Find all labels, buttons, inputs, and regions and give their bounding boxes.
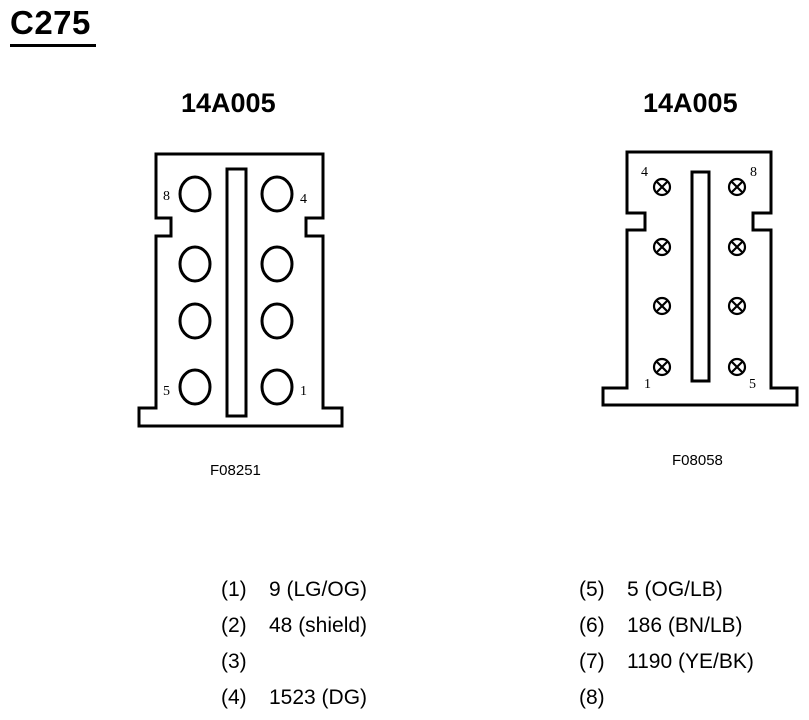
right-pin-label-top-left: 4 bbox=[641, 165, 648, 180]
right-pin-terminal bbox=[727, 177, 747, 197]
pin-row: (1) 9 (LG/OG) bbox=[221, 578, 367, 602]
right-pin-terminal bbox=[652, 237, 672, 257]
left-pin-label-bottom-left: 5 bbox=[163, 384, 170, 399]
pin-number: (6) bbox=[579, 614, 605, 637]
right-pin-label-bottom-left: 1 bbox=[644, 377, 651, 392]
right-pin-terminal bbox=[727, 357, 747, 377]
right-part-number: 14A005 bbox=[643, 88, 738, 118]
left-pin-cavity bbox=[178, 368, 212, 406]
right-pin-terminal bbox=[652, 357, 672, 377]
right-pin-label-bottom-right: 5 bbox=[749, 377, 756, 392]
pin-description: 1190 (YE/BK) bbox=[627, 650, 754, 673]
pin-row: (4) 1523 (DG) bbox=[221, 686, 367, 710]
right-pin-label-top-right: 8 bbox=[750, 165, 757, 180]
pin-row: (6) 186 (BN/LB) bbox=[579, 614, 743, 638]
left-connector-body bbox=[137, 152, 344, 428]
pin-number: (2) bbox=[221, 614, 247, 637]
pin-row: (8) bbox=[579, 686, 627, 710]
left-pin-cavity bbox=[178, 302, 212, 340]
left-pin-cavity bbox=[260, 175, 294, 213]
connector-title: C275 bbox=[10, 4, 91, 41]
pin-number: (5) bbox=[579, 578, 605, 601]
right-connector-body bbox=[601, 150, 799, 407]
left-pin-cavity bbox=[260, 368, 294, 406]
right-pin-terminal bbox=[727, 237, 747, 257]
left-pin-cavity bbox=[260, 245, 294, 283]
pin-description: 48 (shield) bbox=[269, 614, 368, 637]
pin-row: (2) 48 (shield) bbox=[221, 614, 367, 638]
left-part-number: 14A005 bbox=[181, 88, 276, 118]
left-center-key bbox=[225, 167, 248, 418]
right-pin-terminals bbox=[652, 177, 747, 377]
pin-description: 9 (LG/OG) bbox=[269, 578, 368, 601]
pin-number: (1) bbox=[221, 578, 247, 601]
pin-number: (3) bbox=[221, 650, 247, 673]
pin-description: 186 (BN/LB) bbox=[627, 614, 743, 637]
left-pin-label-bottom-right: 1 bbox=[300, 384, 307, 399]
pin-row: (7) 1190 (YE/BK) bbox=[579, 650, 754, 674]
pin-number: (7) bbox=[579, 650, 605, 673]
left-pin-label-top-left: 8 bbox=[163, 189, 170, 204]
pin-row: (3) bbox=[221, 650, 269, 674]
pin-row: (5) 5 (OG/LB) bbox=[579, 578, 723, 602]
left-pin-cavity bbox=[178, 175, 212, 213]
right-connector-face bbox=[601, 150, 799, 407]
title-underline bbox=[10, 44, 96, 47]
left-pin-label-top-right: 4 bbox=[300, 192, 307, 207]
right-pin-terminal bbox=[652, 296, 672, 316]
right-figure-id: F08058 bbox=[672, 452, 723, 469]
pin-description: 5 (OG/LB) bbox=[627, 578, 723, 601]
pin-number: (4) bbox=[221, 686, 247, 709]
pin-description: 1523 (DG) bbox=[269, 686, 368, 709]
right-pin-terminal bbox=[727, 296, 747, 316]
right-center-key bbox=[690, 170, 711, 383]
right-pin-terminal bbox=[652, 177, 672, 197]
left-pin-cavity bbox=[178, 245, 212, 283]
left-pin-cavity bbox=[260, 302, 294, 340]
left-figure-id: F08251 bbox=[210, 462, 261, 479]
pin-number: (8) bbox=[579, 686, 605, 709]
left-connector-face bbox=[137, 152, 344, 428]
